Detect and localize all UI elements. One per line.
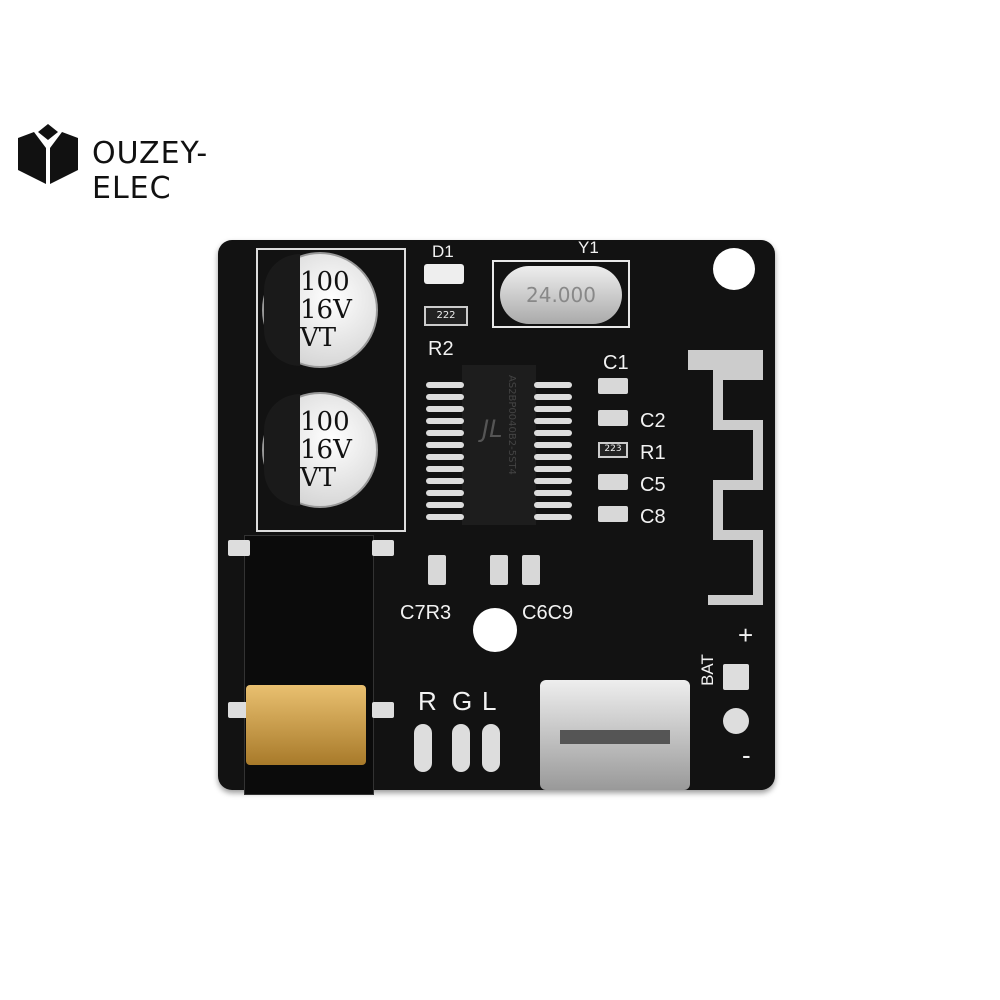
chip-pin	[426, 406, 464, 412]
led-d1	[424, 264, 464, 284]
resistor-r1: 223	[598, 442, 628, 458]
label-c8: C8	[640, 506, 666, 528]
label-plus: +	[738, 620, 754, 650]
label-minus: -	[742, 740, 751, 770]
label-c2: C2	[640, 410, 666, 432]
jack-gold-contact	[246, 685, 366, 765]
label-c1: C1	[603, 352, 629, 374]
chip-pin	[426, 490, 464, 496]
pad-g	[452, 724, 470, 772]
label-r2: R2	[428, 338, 454, 360]
chip-pin	[426, 430, 464, 436]
label-c6-c9: C6C9	[522, 602, 574, 624]
chip-pin	[426, 502, 464, 508]
chip-pin	[534, 430, 572, 436]
label-c5: C5	[640, 474, 666, 496]
chip-pin	[426, 442, 464, 448]
chip-pin	[534, 418, 572, 424]
mounting-hole	[713, 248, 755, 290]
logo-text: OUZEY-ELEC	[92, 136, 209, 206]
battery-pad-negative	[723, 708, 749, 734]
chip-pin	[426, 466, 464, 472]
chip-pin	[534, 490, 572, 496]
chip-pin	[426, 478, 464, 484]
pad-l	[482, 724, 500, 772]
chip-pin	[534, 442, 572, 448]
chip-pin	[534, 406, 572, 412]
label-r: R	[418, 686, 437, 716]
chip-pin	[534, 394, 572, 400]
chip-pin	[534, 454, 572, 460]
label-y1: Y1	[578, 238, 599, 257]
chip-pin	[534, 382, 572, 388]
pad-r	[414, 724, 432, 772]
bluetooth-chip: JL AS2BP0040B2-5ST4	[462, 365, 536, 525]
chip-pin	[534, 502, 572, 508]
label-r1: R1	[640, 442, 666, 464]
pcb-antenna	[688, 350, 763, 605]
micro-usb-port	[540, 680, 690, 790]
chip-pin	[426, 514, 464, 520]
mounting-hole	[473, 608, 517, 652]
chip-pin	[426, 382, 464, 388]
label-g: G	[452, 686, 473, 716]
label-l: L	[482, 686, 497, 716]
battery-pad-positive	[723, 664, 749, 690]
chip-pin	[534, 478, 572, 484]
label-bat: BAT	[697, 654, 717, 686]
label-c7-r3: C7R3	[400, 602, 452, 624]
logo-mark-icon	[18, 124, 78, 184]
chip-pin	[426, 454, 464, 460]
chip-pin	[426, 418, 464, 424]
chip-pin	[426, 394, 464, 400]
resistor-r2: 222	[424, 306, 468, 326]
chip-pin	[534, 466, 572, 472]
label-d1: D1	[432, 242, 454, 261]
chip-pin	[534, 514, 572, 520]
crystal-oscillator: 24.000	[500, 266, 622, 324]
